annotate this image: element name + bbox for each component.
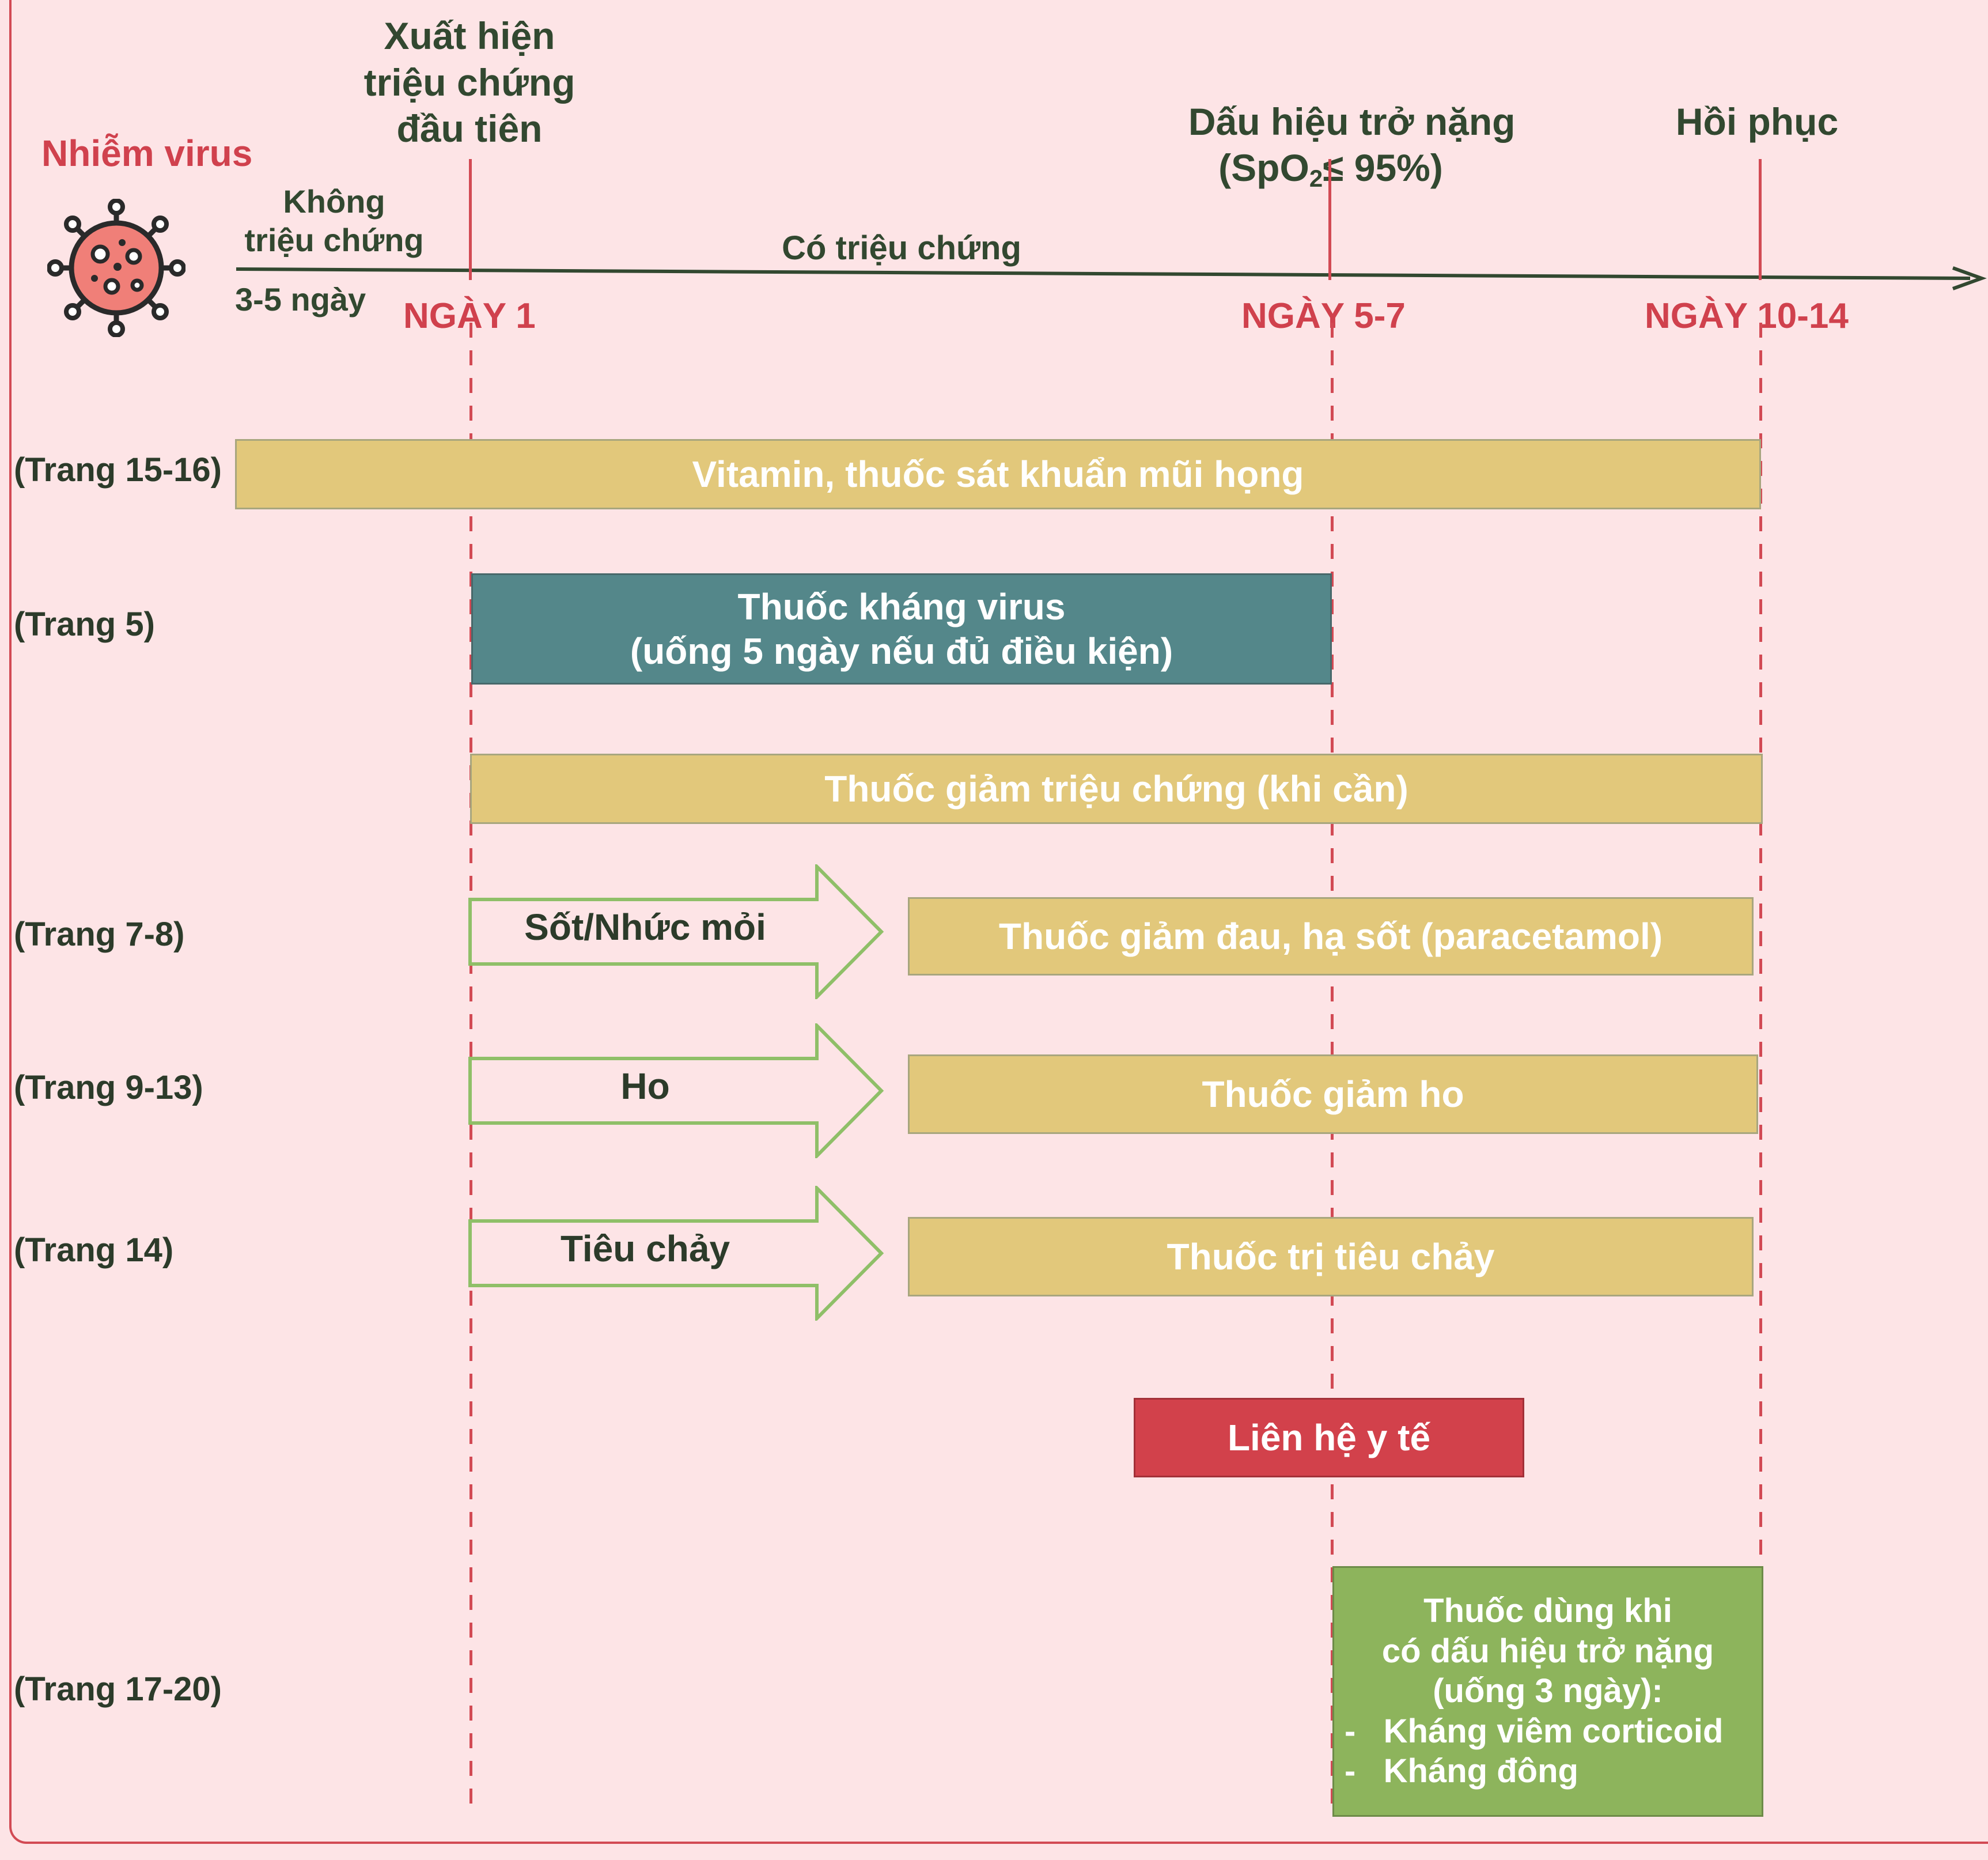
incubation-label: 3-5 ngày [235, 281, 366, 317]
day-5-7-marker-line [1328, 159, 1331, 280]
diarrhea-medicine-bar: Thuốc trị tiêu chảy [908, 1217, 1754, 1296]
day-10-14-guide-line [1759, 323, 1762, 1809]
cough-arrow-label: Ho [620, 1065, 670, 1107]
severe-sign-line1: Dấu hiệu trở nặng [1188, 100, 1516, 143]
page-ref-14: (Trang 14) [14, 1231, 174, 1269]
vitamin-bar: Vitamin, thuốc sát khuẩn mũi họng [235, 439, 1761, 509]
severe-medicine-heading: Thuốc dùng khi có dấu hiệu trở nặng (uốn… [1381, 1592, 1714, 1710]
antiviral-bar: Thuốc kháng virus (uống 5 ngày nếu đủ đi… [471, 573, 1332, 685]
day-10-14-label: NGÀY 10-14 [1645, 296, 1849, 336]
severe-medicine-box: Thuốc dùng khi có dấu hiệu trở nặng (uốn… [1332, 1566, 1763, 1817]
fever-medicine-bar: Thuốc giảm đau, hạ sốt (paracetamol) [908, 897, 1754, 976]
recovery-label: Hồi phục [1675, 100, 1839, 143]
first-symptom-label: Xuất hiện triệu chứng đầu tiên [363, 14, 575, 150]
page-ref-15-16: (Trang 15-16) [14, 451, 222, 489]
infection-label: Nhiễm virus [41, 133, 253, 174]
day-1-marker-line [469, 159, 472, 280]
severe-medicine-item-text: Kháng viêm corticoid [1383, 1712, 1724, 1750]
contact-medical-bar: Liên hệ y tế [1134, 1398, 1524, 1477]
severe-sign-suffix: ≤ 95%) [1323, 146, 1443, 190]
severe-sign-label: Dấu hiệu trở nặng(SpO2≤ 95%) [1077, 52, 1584, 240]
virus-icon [47, 199, 185, 337]
severe-medicine-item: - Kháng viêm corticoid [1345, 1712, 1724, 1750]
page-ref-7-8: (Trang 7-8) [14, 916, 185, 953]
day-10-14-marker-line [1759, 159, 1762, 280]
cough-arrow-icon [468, 1023, 884, 1158]
page-ref-9-13: (Trang 9-13) [14, 1069, 203, 1106]
fever-arrow-label: Sốt/Nhức mỏi [524, 906, 766, 948]
symptom-relief-bar: Thuốc giảm triệu chứng (khi cần) [470, 754, 1763, 824]
day-5-7-label: NGÀY 5-7 [1241, 296, 1406, 336]
severe-sign-prefix: (SpO [1218, 146, 1309, 190]
diarrhea-arrow-icon [468, 1186, 884, 1321]
severe-medicine-item-text: Kháng đông [1383, 1752, 1578, 1790]
severe-sign-subscript: 2 [1309, 165, 1323, 192]
timeline-axis [236, 266, 1987, 290]
severe-medicine-item: - Kháng đông [1345, 1752, 1578, 1790]
page-ref-5: (Trang 5) [14, 606, 155, 643]
cough-medicine-bar: Thuốc giảm ho [908, 1054, 1758, 1134]
symptomatic-label: Có triệu chứng [782, 229, 1021, 267]
fever-arrow-icon [468, 864, 884, 999]
day-1-label: NGÀY 1 [403, 296, 536, 336]
diarrhea-arrow-label: Tiêu chảy [560, 1228, 730, 1269]
asymptomatic-label: Không triệu chứng [244, 183, 424, 259]
panel-border [9, 0, 1988, 1844]
page-ref-17-20: (Trang 17-20) [14, 1670, 222, 1708]
